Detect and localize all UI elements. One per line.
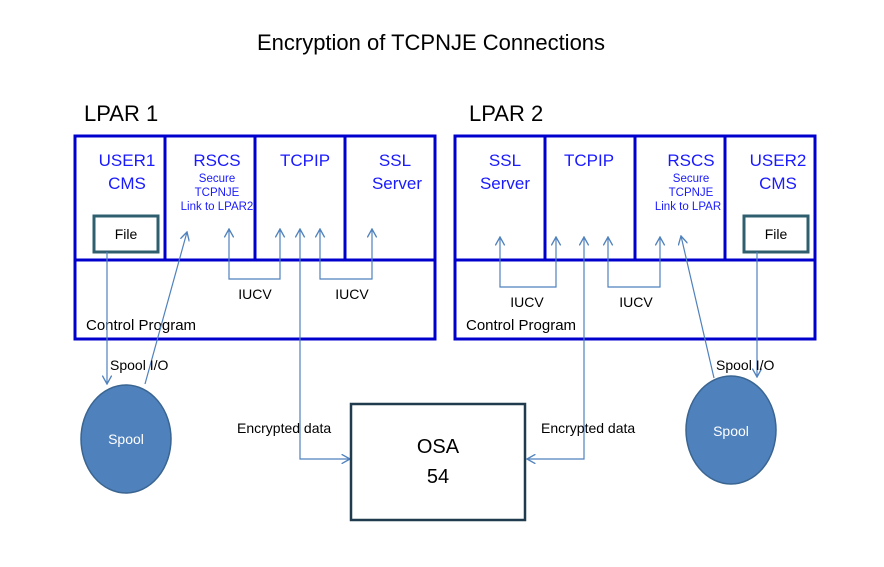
lpar1-spool-label: Spool	[108, 431, 144, 447]
lpar2-spool	[685, 375, 777, 485]
lpar2-server-label: Server	[480, 174, 530, 193]
osa-label: OSA	[417, 436, 460, 458]
lpar2-tcpip-to-osa-arrow	[527, 237, 584, 459]
lpar1-spool-to-rscs-arrow	[144, 232, 187, 385]
lpar1-tcpip-to-osa-arrow	[300, 229, 350, 459]
lpar1-rscs-label: RSCS	[193, 151, 240, 170]
lpar1-rscs-tcpnje: TCPNJE	[195, 187, 240, 199]
lpar1-label: LPAR 1	[84, 101, 158, 126]
lpar2-control-program: Control Program	[466, 317, 576, 334]
lpar1-iucv-connector-a	[229, 229, 280, 280]
lpar2-user2-label: USER2	[750, 151, 807, 170]
lpar2-tcpip-label: TCPIP	[564, 151, 614, 170]
lpar2-spool-io-label: Spool I/O	[716, 357, 774, 373]
osa-box	[349, 402, 527, 522]
lpar1-rscs-link: Link to LPAR2	[181, 201, 254, 213]
lpar2-file-label: File	[765, 226, 788, 242]
lpar1-server-label: Server	[372, 174, 422, 193]
lpar2-encrypted-label: Encrypted data	[541, 420, 635, 436]
lpar2-ssl-label: SSL	[489, 151, 521, 170]
lpar2-iucv-b: IUCV	[619, 294, 653, 310]
lpar1-spool	[80, 384, 172, 494]
lpar2-rscs-tcpnje: TCPNJE	[669, 187, 714, 199]
lpar2-iucv-connector-a	[500, 237, 556, 288]
lpar1-rscs-secure: Secure	[199, 173, 235, 185]
lpar2-iucv-connector-b	[608, 237, 660, 288]
lpar2-cms-label: CMS	[759, 174, 797, 193]
lpar1-iucv-a: IUCV	[238, 286, 272, 302]
lpar2-spool-to-rscs-arrow	[681, 236, 715, 379]
lpar1-user1-label: USER1	[99, 151, 156, 170]
lpar1-tcpip-label: TCPIP	[280, 151, 330, 170]
lpar1-control-program: Control Program	[86, 317, 196, 334]
lpar2-iucv-a: IUCV	[510, 294, 544, 310]
lpar1-cms-label: CMS	[108, 174, 146, 193]
lpar2-file-box	[742, 214, 810, 254]
diagram-title: Encryption of TCPNJE Connections	[257, 30, 605, 55]
lpar1-file-label: File	[115, 226, 138, 242]
lpar1-ssl-label: SSL	[379, 151, 411, 170]
lpar2-rscs-link: Link to LPAR	[655, 201, 721, 213]
lpar2-label: LPAR 2	[469, 101, 543, 126]
lpar2-rscs-label: RSCS	[667, 151, 714, 170]
lpar2-spool-label: Spool	[713, 423, 749, 439]
osa-number: 54	[427, 466, 449, 488]
lpar1-file-box	[92, 214, 160, 254]
lpar1-encrypted-label: Encrypted data	[237, 420, 331, 436]
lpar1-spool-io-label: Spool I/O	[110, 357, 168, 373]
lpar2-rscs-secure: Secure	[673, 173, 709, 185]
lpar1-iucv-b: IUCV	[335, 286, 369, 302]
